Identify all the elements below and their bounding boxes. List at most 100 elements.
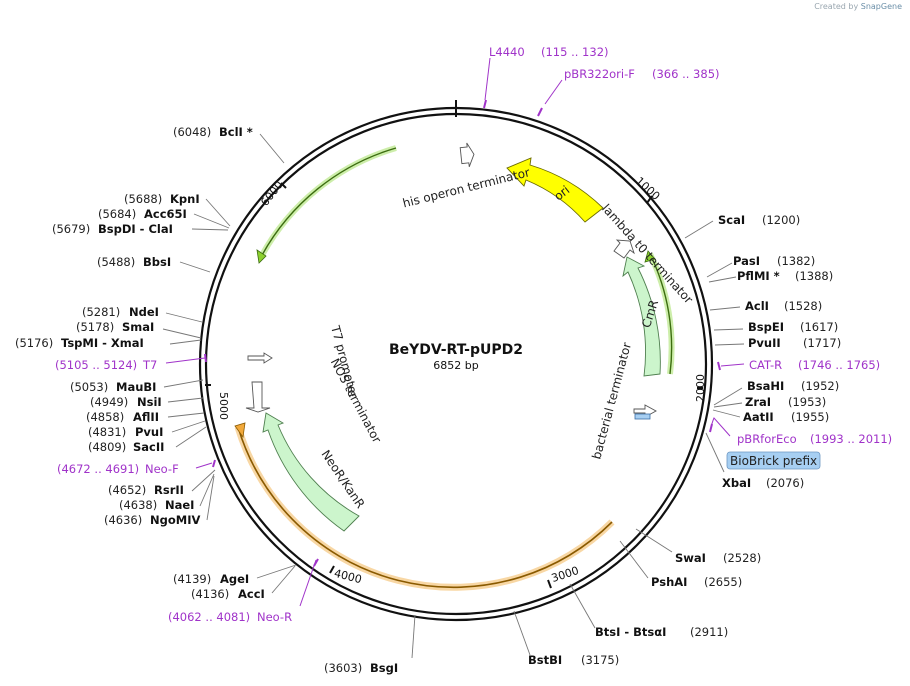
enzyme-name: AatII — [743, 410, 774, 424]
enzyme-position: (2528) — [723, 551, 761, 565]
enzyme-position: (5178) — [76, 320, 114, 334]
enzyme-position: (2076) — [766, 476, 804, 490]
primer-name: Neo-R — [257, 610, 292, 624]
primer-range: (4062 .. 4081) — [168, 610, 250, 624]
enzyme-name: Acc65I — [144, 207, 187, 221]
enzyme-name: MauBI — [116, 380, 156, 394]
enzyme-name: NaeI — [165, 498, 194, 512]
enzyme-name: BsgI — [370, 661, 398, 675]
enzyme-name: PflMI * — [737, 269, 780, 283]
enzyme-leaders — [162, 133, 745, 659]
primer-name: pBR322ori-F — [564, 67, 635, 81]
enzyme-position: (4831) — [88, 425, 126, 439]
enzyme-position: (4809) — [88, 440, 126, 454]
enzyme-position: (1388) — [795, 269, 833, 283]
enzyme-position: (1617) — [800, 320, 838, 334]
enzyme-name: PvuI — [135, 425, 163, 439]
enzyme-name: BspDI - ClaI — [98, 222, 173, 236]
t7-promoter-icon[interactable] — [247, 352, 273, 364]
primer-name: L4440 — [489, 45, 525, 59]
neor-kanr-arrow[interactable] — [262, 412, 360, 532]
enzyme-name: AccI — [238, 587, 265, 601]
primer-mark-l4440[interactable] — [483, 99, 487, 109]
enzyme-name: NgoMIV — [150, 513, 200, 527]
enzyme-name: KpnI — [170, 192, 200, 206]
enzyme-position: (5176) — [15, 336, 53, 350]
enzyme-position: (5053) — [70, 380, 108, 394]
plasmid-name: BeYDV-RT-pUPD2 — [389, 342, 523, 358]
cmr-arrow[interactable] — [622, 256, 661, 377]
orf-arc-left-head — [256, 249, 267, 264]
enzyme-name: ZraI — [745, 395, 771, 409]
plasmid-size: 6852 bp — [433, 359, 478, 372]
feature-label-his-operon-terminator: his operon terminator — [401, 165, 531, 210]
enzyme-name: TspMI - XmaI — [61, 336, 144, 350]
enzyme-name: SmaI — [122, 320, 154, 334]
tick-label-1000: 1000 — [633, 174, 663, 202]
primer-mark-neo-f[interactable] — [212, 459, 216, 468]
primer-range: (4672 .. 4691) — [57, 462, 139, 476]
credit-prefix: Created by — [814, 2, 859, 11]
enzyme-name: AclI — [745, 299, 769, 313]
enzyme-name: BclI * — [219, 125, 253, 139]
primer-range: (1993 .. 2011) — [810, 432, 892, 446]
enzyme-name: AgeI — [220, 572, 249, 586]
enzyme-position: (2911) — [690, 625, 728, 639]
enzyme-position: (3603) — [324, 661, 362, 675]
enzyme-name: NsiI — [137, 395, 162, 409]
biobrick-prefix-label-box[interactable] — [726, 451, 821, 470]
enzyme-position: (4652) — [108, 483, 146, 497]
primer-leaders — [165, 57, 745, 607]
enzyme-name: NdeI — [129, 305, 159, 319]
snapgene-brand: SnapGene — [860, 2, 902, 11]
enzyme-position: (4636) — [104, 513, 142, 527]
feature-label-biobrick-prefix: BioBrick prefix — [730, 454, 817, 468]
enzyme-name: SwaI — [675, 551, 706, 565]
enzyme-name: ScaI — [718, 213, 745, 227]
enzyme-name: XbaI — [722, 476, 751, 490]
enzyme-position: (4638) — [119, 498, 157, 512]
orf-arc-bottom-head — [234, 422, 246, 439]
ori-arrow[interactable] — [506, 157, 604, 223]
enzyme-position: (4139) — [173, 572, 211, 586]
enzyme-position: (1528) — [784, 299, 822, 313]
primer-range: (1746 .. 1765) — [798, 358, 880, 372]
primer-mark-pbr322ori-f[interactable] — [537, 107, 543, 117]
enzyme-name: BsaHI — [747, 379, 784, 393]
nos-terminator-icon[interactable] — [245, 381, 271, 413]
enzyme-name: BspEI — [748, 320, 784, 334]
enzyme-name: BstBI — [528, 653, 562, 667]
orf-arc-left — [260, 147, 397, 258]
primer-name: Neo-F — [145, 462, 179, 476]
primer-name: pBRforEco — [737, 432, 797, 446]
bacterial-terminator-icon[interactable] — [633, 404, 657, 418]
primer-marks — [204, 99, 721, 567]
primer-name: CAT-R — [749, 358, 782, 372]
enzyme-name: PshAI — [651, 575, 687, 589]
feature-label-nos-terminator: NOS terminator — [328, 356, 384, 445]
enzyme-position: (1953) — [788, 395, 826, 409]
enzyme-position: (5488) — [97, 255, 135, 269]
enzyme-name: BtsI - BtsαI — [595, 625, 666, 639]
enzyme-name: PasI — [733, 254, 760, 268]
tick-label-5000: 5000 — [217, 392, 230, 420]
enzyme-position: (1952) — [801, 379, 839, 393]
enzyme-position: (5679) — [52, 222, 90, 236]
biobrick-prefix-block[interactable] — [634, 413, 651, 420]
enzyme-name: PvuII — [748, 336, 781, 350]
enzyme-name: AflII — [133, 410, 159, 424]
primer-name: T7 — [142, 358, 157, 372]
enzyme-position: (5281) — [82, 305, 120, 319]
enzyme-position: (6048) — [173, 125, 211, 139]
primer-mark-cat-r[interactable] — [717, 361, 721, 371]
lambda-t0-terminator-icon[interactable] — [613, 239, 635, 259]
snapgene-credit: Created by SnapGene — [814, 2, 902, 11]
primer-range: (5105 .. 5124) — [55, 358, 137, 372]
primer-range: (115 .. 132) — [541, 45, 609, 59]
tick-label-2000: 2000 — [694, 374, 707, 402]
his-operon-terminator-icon[interactable] — [459, 142, 475, 167]
primer-mark-t7[interactable] — [204, 353, 207, 363]
enzyme-name: SacII — [133, 440, 164, 454]
enzyme-position: (1955) — [791, 410, 829, 424]
